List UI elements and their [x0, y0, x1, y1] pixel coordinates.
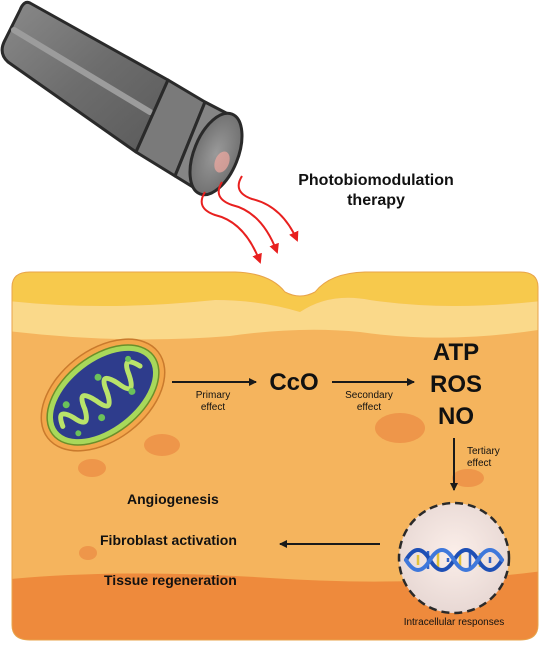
skin-epidermis-layer	[12, 297, 538, 340]
tissue-cell	[79, 546, 97, 560]
secondary-effect-label: Secondary effect	[333, 390, 405, 414]
intracellular-circle	[397, 501, 511, 615]
tissue-cell	[375, 413, 425, 443]
primary-effect-line1: Primary	[195, 390, 231, 401]
intracellular-responses-label: Intracellular responses	[403, 617, 505, 628]
skin-outline	[11, 271, 539, 641]
secondary-effect-line2: effect	[356, 402, 382, 413]
outcome-fibroblast-activation: Fibroblast activation	[100, 532, 237, 548]
therapy-label: Photobiomodulation therapy	[280, 171, 472, 211]
tissue-cell	[78, 459, 106, 477]
outcome-tissue-regeneration: Tissue regeneration	[104, 572, 237, 588]
primary-effect-line2: effect	[200, 402, 226, 413]
skin-surface-layer	[12, 272, 538, 312]
cco-label: CcO	[269, 369, 319, 396]
laser-device-icon	[0, 0, 244, 197]
therapy-label-line1: Photobiomodulation	[298, 172, 454, 189]
tertiary-effect-line1: Tertiary	[467, 446, 500, 457]
outcome-angiogenesis: Angiogenesis	[127, 491, 219, 507]
primary-effect-label: Primary effect	[178, 390, 248, 414]
secondary-effect-line1: Secondary	[345, 390, 393, 401]
tissue-cell	[144, 434, 180, 456]
dna-icon	[404, 548, 504, 572]
mitochondrion-icon	[40, 338, 166, 452]
skin-tissue	[12, 272, 538, 640]
ros-label: ROS	[429, 371, 482, 398]
no-label: NO	[438, 403, 474, 430]
atp-label: ATP	[432, 339, 480, 366]
molecule-list: ATP ROS NO	[416, 337, 496, 433]
tissue-cell	[452, 469, 484, 487]
tertiary-effect-label: Tertiary effect	[467, 446, 527, 470]
therapy-label-line2: therapy	[347, 192, 405, 209]
tertiary-effect-line2: effect	[467, 458, 492, 469]
light-ray-icon	[200, 175, 299, 264]
